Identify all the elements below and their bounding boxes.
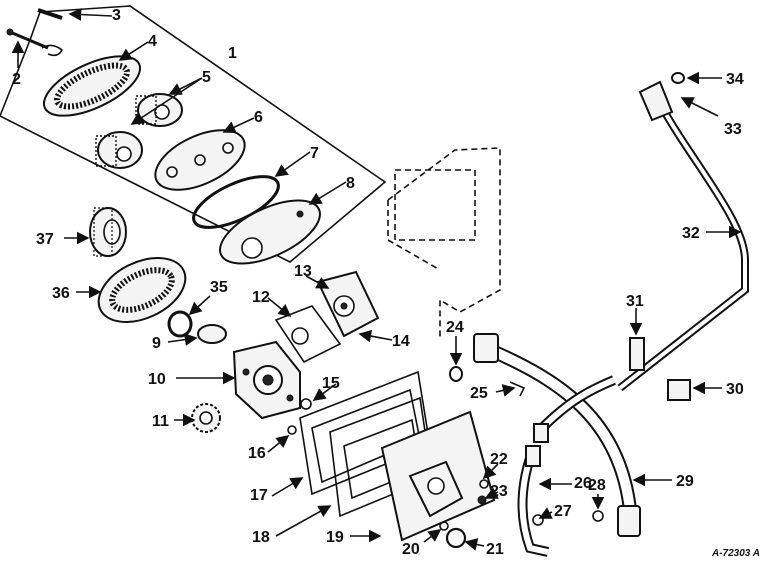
callout-9: 9 <box>152 335 161 352</box>
hose-elbow-fitting <box>473 333 641 537</box>
callout-36: 36 <box>52 285 70 302</box>
gear-cap-part <box>89 207 127 257</box>
callout-3: 3 <box>112 7 121 24</box>
callout-25: 25 <box>470 385 488 402</box>
callout-21: 21 <box>486 541 504 558</box>
pump-cover-part <box>316 270 380 338</box>
callout-29: 29 <box>676 473 694 490</box>
filter-element-2-part <box>97 257 187 323</box>
o-ring-24 <box>449 366 463 382</box>
small-ring-20 <box>439 521 449 531</box>
callout-31: 31 <box>626 293 644 310</box>
callout-13: 13 <box>294 263 312 280</box>
callout-10: 10 <box>148 371 166 388</box>
pin-part <box>6 8 63 50</box>
callout-22: 22 <box>490 451 508 468</box>
washer-21 <box>445 527 467 549</box>
phantom-housing <box>387 147 501 340</box>
callout-23: 23 <box>490 483 508 500</box>
plate-30 <box>667 379 691 401</box>
hose-fitting-26 <box>525 445 541 467</box>
pump-gasket-part <box>274 305 342 364</box>
cover-part <box>219 199 321 265</box>
callout-17: 17 <box>250 487 268 504</box>
callout-5: 5 <box>202 69 211 86</box>
bracket-33 <box>638 80 674 122</box>
pump-body-part <box>232 340 301 420</box>
o-ring-part <box>167 310 193 338</box>
small-ring-15 <box>300 398 312 410</box>
callout-35: 35 <box>210 279 228 296</box>
main-plate-part <box>380 410 496 542</box>
callout-28: 28 <box>588 477 606 494</box>
ring-28 <box>592 510 604 522</box>
filter-element-part <box>42 55 142 117</box>
callout-24: 24 <box>446 319 464 336</box>
callout-11: 11 <box>152 413 169 430</box>
callout-12: 12 <box>252 289 270 306</box>
clamp-31 <box>629 337 645 371</box>
drawing-reference-code: A-72303 A <box>711 548 760 559</box>
main-hose-part <box>487 343 637 511</box>
callout-16: 16 <box>248 445 266 462</box>
callout-labels: 1 2 3 4 5 6 7 8 9 10 11 12 13 14 15 16 1… <box>12 7 744 558</box>
clip-part <box>41 44 64 57</box>
callout-4: 4 <box>148 33 157 50</box>
ring-27 <box>532 514 544 526</box>
callout-34: 34 <box>726 71 744 88</box>
leader-lines <box>11 8 742 551</box>
gear-part <box>191 403 221 433</box>
callout-32: 32 <box>682 225 700 242</box>
kit-outline <box>0 5 387 263</box>
callout-33: 33 <box>724 121 742 138</box>
phantom-block <box>394 169 476 241</box>
callout-1: 1 <box>228 45 237 62</box>
callout-19: 19 <box>326 529 344 546</box>
plate-part <box>154 129 246 191</box>
callout-15: 15 <box>322 375 340 392</box>
callout-7: 7 <box>310 145 319 162</box>
bolt-23 <box>477 495 487 505</box>
cartridge-parts <box>95 93 183 169</box>
callout-8: 8 <box>346 175 355 192</box>
callout-18: 18 <box>252 529 270 546</box>
o-ring-34 <box>671 72 685 84</box>
callout-27: 27 <box>554 503 572 520</box>
sleeve-part <box>197 324 227 344</box>
callout-2: 2 <box>12 71 21 88</box>
callout-26: 26 <box>574 475 592 492</box>
callout-37: 37 <box>36 231 54 248</box>
callout-14: 14 <box>392 333 410 350</box>
callout-30: 30 <box>726 381 744 398</box>
small-ring-16 <box>287 425 297 435</box>
callout-20: 20 <box>402 541 420 558</box>
small-ring-22 <box>479 479 489 489</box>
hose-clip-25 <box>509 381 526 397</box>
callout-6: 6 <box>254 109 263 126</box>
